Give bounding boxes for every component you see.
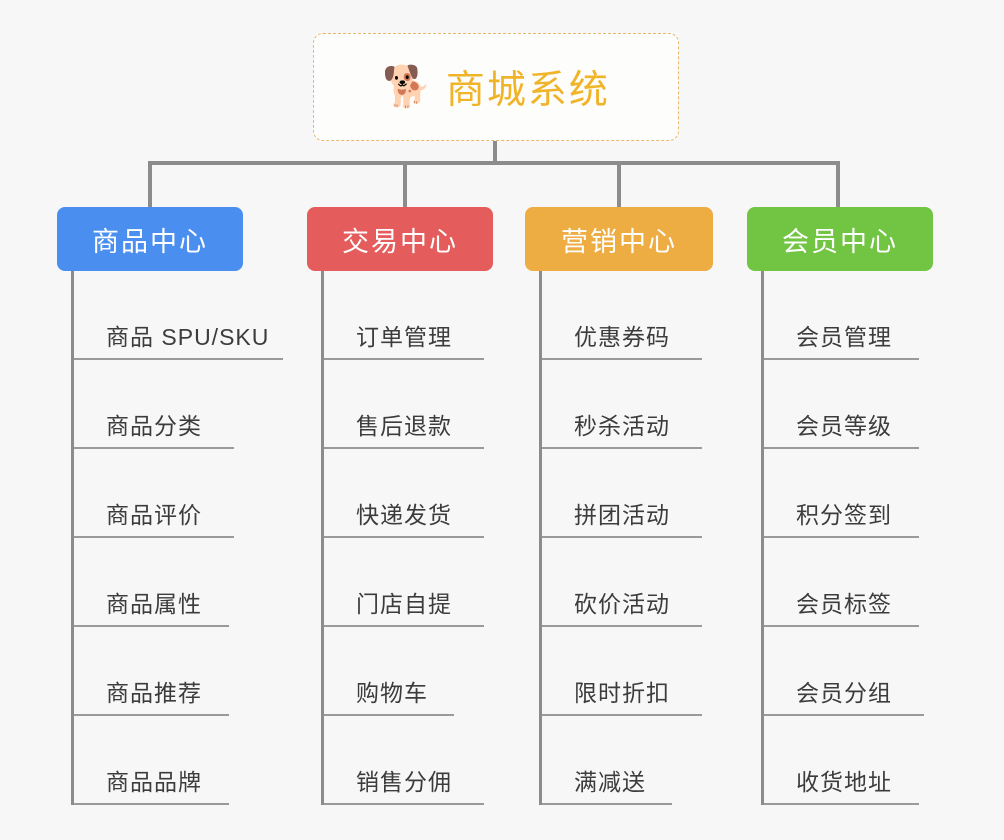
leaf-item-underline: [74, 803, 229, 805]
leaf-item-label: 会员管理: [796, 324, 892, 350]
leaf-item-label: 商品评价: [106, 502, 202, 528]
leaf-item[interactable]: 售后退款: [324, 360, 493, 449]
leaf-item[interactable]: 秒杀活动: [542, 360, 713, 449]
leaf-item-label: 销售分佣: [356, 769, 452, 795]
leaf-item-label: 门店自提: [356, 591, 452, 617]
branch-column-4: 会员中心会员管理会员等级积分签到会员标签会员分组收货地址: [747, 207, 933, 805]
leaf-item-underline: [74, 447, 234, 449]
branch-header-1[interactable]: 商品中心: [57, 207, 243, 271]
leaf-item-label: 秒杀活动: [574, 413, 670, 439]
leaf-item-label: 优惠券码: [574, 324, 670, 350]
leaf-item-label: 满减送: [574, 769, 646, 795]
leaf-item-underline: [324, 625, 484, 627]
leaf-item[interactable]: 销售分佣: [324, 716, 493, 805]
leaf-item[interactable]: 商品品牌: [74, 716, 243, 805]
leaf-item-label: 拼团活动: [574, 502, 670, 528]
leaf-item-underline: [542, 536, 702, 538]
branch-header-3[interactable]: 营销中心: [525, 207, 713, 271]
leaf-list-3: 优惠券码秒杀活动拼团活动砍价活动限时折扣满减送: [539, 271, 713, 805]
root-node[interactable]: 🐕 商城系统: [313, 33, 679, 141]
leaf-item[interactable]: 砍价活动: [542, 538, 713, 627]
leaf-item-label: 砍价活动: [574, 591, 670, 617]
leaf-item-label: 快递发货: [356, 502, 452, 528]
leaf-item-label: 商品推荐: [106, 680, 202, 706]
leaf-item-label: 会员标签: [796, 591, 892, 617]
leaf-item[interactable]: 订单管理: [324, 271, 493, 360]
branch-header-4[interactable]: 会员中心: [747, 207, 933, 271]
connector-drop-2: [403, 161, 407, 207]
leaf-item[interactable]: 优惠券码: [542, 271, 713, 360]
leaf-item-underline: [324, 447, 484, 449]
leaf-item[interactable]: 快递发货: [324, 449, 493, 538]
shiba-dog-face-icon: 🐕: [382, 65, 432, 109]
leaf-item-label: 会员分组: [796, 680, 892, 706]
leaf-item[interactable]: 积分签到: [764, 449, 933, 538]
leaf-list-4: 会员管理会员等级积分签到会员标签会员分组收货地址: [761, 271, 933, 805]
branch-column-2: 交易中心订单管理售后退款快递发货门店自提购物车销售分佣: [307, 207, 493, 805]
leaf-item[interactable]: 商品属性: [74, 538, 243, 627]
leaf-item-underline: [764, 803, 919, 805]
leaf-item-label: 订单管理: [356, 324, 452, 350]
leaf-item[interactable]: 会员分组: [764, 627, 933, 716]
leaf-item-underline: [74, 625, 229, 627]
connector-root-stem: [493, 141, 497, 165]
leaf-item-label: 积分签到: [796, 502, 892, 528]
leaf-item[interactable]: 满减送: [542, 716, 713, 805]
leaf-item[interactable]: 会员管理: [764, 271, 933, 360]
leaf-item-label: 售后退款: [356, 413, 452, 439]
leaf-item-underline: [74, 714, 229, 716]
leaf-item-underline: [764, 625, 919, 627]
leaf-item-underline: [764, 447, 919, 449]
connector-drop-3: [617, 161, 621, 207]
leaf-item-label: 商品属性: [106, 591, 202, 617]
leaf-item[interactable]: 会员等级: [764, 360, 933, 449]
leaf-item-underline: [324, 803, 484, 805]
leaf-item-underline: [324, 714, 454, 716]
leaf-list-2: 订单管理售后退款快递发货门店自提购物车销售分佣: [321, 271, 493, 805]
leaf-item-label: 限时折扣: [574, 680, 670, 706]
leaf-item[interactable]: 限时折扣: [542, 627, 713, 716]
leaf-item-underline: [74, 358, 283, 360]
leaf-list-1: 商品 SPU/SKU 商品分类商品评价商品属性商品推荐商品品牌: [71, 271, 283, 805]
leaf-item[interactable]: 门店自提: [324, 538, 493, 627]
leaf-item[interactable]: 购物车: [324, 627, 493, 716]
leaf-item-underline: [542, 625, 702, 627]
root-node-title: 商城系统: [445, 69, 610, 112]
leaf-item-underline: [542, 803, 672, 805]
leaf-item-underline: [324, 358, 484, 360]
leaf-item-underline: [542, 447, 702, 449]
leaf-item-underline: [324, 536, 484, 538]
leaf-item[interactable]: 商品推荐: [74, 627, 243, 716]
connector-drop-4: [836, 161, 840, 207]
branch-column-3: 营销中心优惠券码秒杀活动拼团活动砍价活动限时折扣满减送: [525, 207, 713, 805]
branch-column-1: 商品中心商品 SPU/SKU 商品分类商品评价商品属性商品推荐商品品牌: [57, 207, 283, 805]
connector-horizontal-bus: [150, 161, 838, 165]
leaf-item-underline: [542, 358, 702, 360]
leaf-item[interactable]: 收货地址: [764, 716, 933, 805]
leaf-item-label: 会员等级: [796, 413, 892, 439]
leaf-item[interactable]: 商品分类: [74, 360, 243, 449]
branch-header-2[interactable]: 交易中心: [307, 207, 493, 271]
leaf-item-label: 商品品牌: [106, 769, 202, 795]
connector-drop-1: [148, 161, 152, 207]
leaf-item[interactable]: 会员标签: [764, 538, 933, 627]
leaf-item-label: 商品分类: [106, 413, 202, 439]
leaf-item[interactable]: 商品评价: [74, 449, 243, 538]
leaf-item-underline: [542, 714, 702, 716]
leaf-item-label: 收货地址: [796, 769, 892, 795]
leaf-item-label: 商品 SPU/SKU: [106, 324, 270, 350]
leaf-item-underline: [764, 714, 924, 716]
leaf-item-underline: [74, 536, 234, 538]
leaf-item-underline: [764, 358, 919, 360]
leaf-item-label: 购物车: [356, 680, 428, 706]
leaf-item[interactable]: 商品 SPU/SKU: [74, 271, 283, 360]
leaf-item-underline: [764, 536, 919, 538]
leaf-item[interactable]: 拼团活动: [542, 449, 713, 538]
